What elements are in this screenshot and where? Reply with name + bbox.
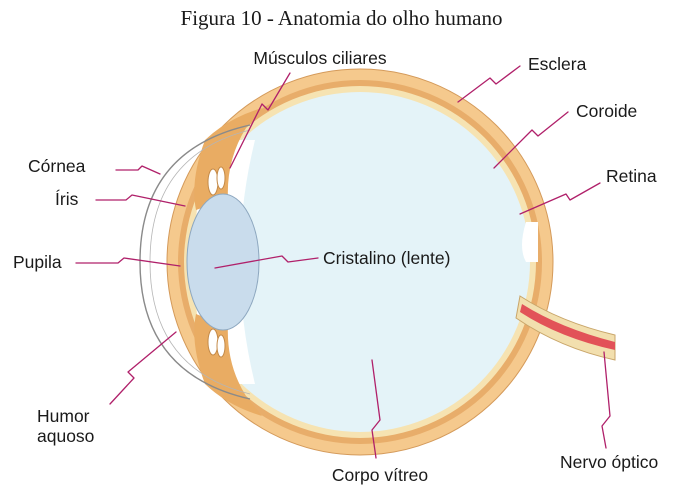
leader-iris: [96, 195, 185, 206]
leader-nervo-optico: [602, 352, 610, 448]
leader-humor-aquoso: [110, 332, 176, 404]
label-musculos-ciliares: Músculos ciliares: [253, 48, 386, 68]
ciliary-process: [208, 329, 218, 355]
label-nervo-optico: Nervo óptico: [560, 452, 658, 472]
label-retina: Retina: [606, 166, 657, 186]
label-cornea: Córnea: [28, 156, 86, 176]
ciliary-process: [217, 335, 225, 357]
leader-esclera: [458, 66, 520, 102]
label-iris: Íris: [55, 189, 79, 209]
label-humor-line1: Humor: [37, 406, 90, 426]
label-humor-line2: aquoso: [37, 426, 94, 446]
ciliary-process: [217, 167, 225, 189]
label-coroide: Coroide: [576, 101, 637, 121]
ciliary-process: [208, 169, 218, 195]
label-corpo-vitreo: Corpo vítreo: [332, 465, 428, 485]
label-pupila: Pupila: [13, 252, 62, 272]
leader-pupila: [76, 258, 180, 266]
label-esclera: Esclera: [528, 54, 587, 74]
leader-cornea: [116, 166, 160, 174]
optic-disc: [522, 222, 538, 262]
label-cristalino: Cristalino (lente): [323, 248, 450, 268]
